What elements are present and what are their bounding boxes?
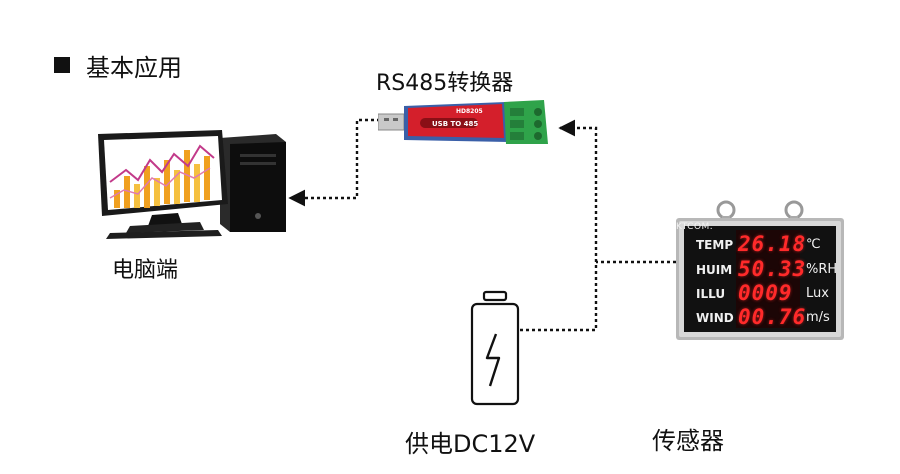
heading-square-icon bbox=[54, 57, 70, 73]
usb-rs485-converter-icon bbox=[378, 100, 548, 144]
sensor-row-unit: Lux bbox=[806, 286, 829, 301]
sensor-row-unit: %RH bbox=[806, 262, 838, 277]
sensor-row-label: WIND bbox=[696, 311, 734, 325]
sensor-row-unit: m/s bbox=[806, 310, 830, 325]
sensor-brand: KTCOM. bbox=[676, 222, 714, 232]
converter-title: RS485转换器 bbox=[376, 71, 514, 96]
sensor-row-label: ILLU bbox=[696, 287, 726, 301]
sensor-row-label: HUIM bbox=[696, 263, 733, 277]
pc-label: 电脑端 bbox=[112, 258, 179, 283]
converter-model-text: HD8205 bbox=[456, 108, 483, 115]
converter-body-text: USB TO 485 bbox=[432, 120, 479, 128]
computer-icon bbox=[98, 130, 286, 239]
heading-title: 基本应用 bbox=[86, 54, 182, 82]
converter-to-pc-line bbox=[288, 118, 380, 207]
sensor-row-label: TEMP bbox=[696, 238, 734, 252]
sensor-row-value: 0009 bbox=[738, 281, 793, 305]
sensor-row-unit: ℃ bbox=[806, 237, 821, 252]
sensor-row-value: 00.76 bbox=[738, 305, 807, 329]
power-to-converter-line bbox=[520, 119, 598, 332]
sensor-label: 传感器 bbox=[652, 427, 724, 455]
sensor-row-value: 26.18 bbox=[738, 232, 807, 256]
sensor-row-value: 50.33 bbox=[738, 257, 807, 281]
battery-lightning-icon bbox=[470, 290, 520, 406]
sensor-display-icon bbox=[676, 200, 844, 340]
power-label: 供电DC12V bbox=[405, 430, 536, 458]
